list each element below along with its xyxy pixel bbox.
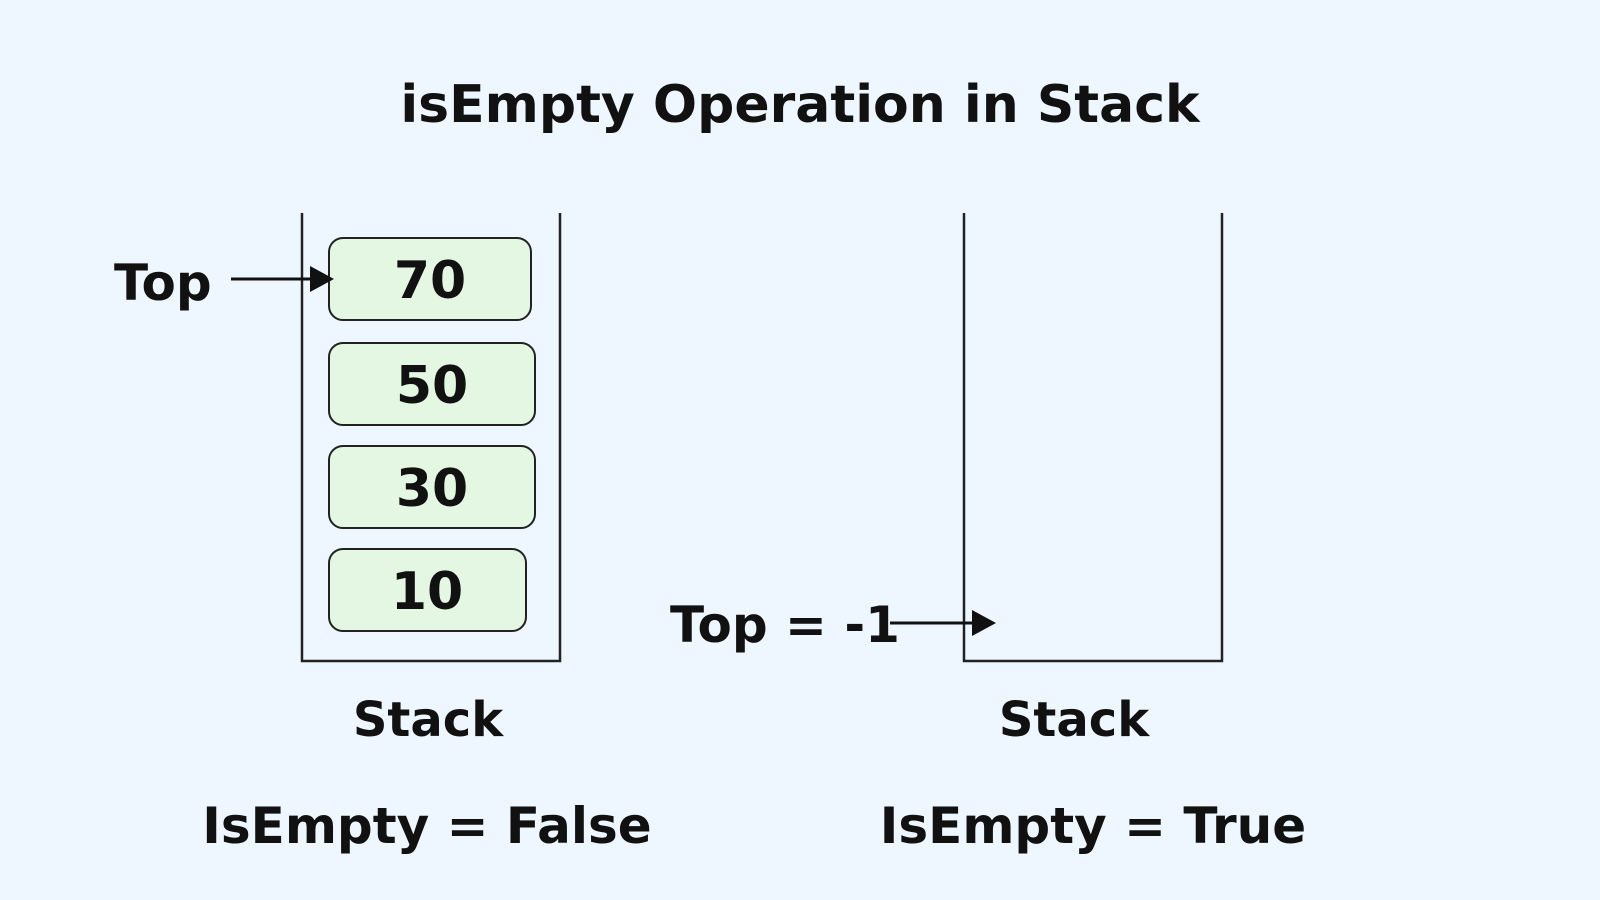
stack-item: 30	[328, 445, 536, 529]
right-stack-result: IsEmpty = True	[880, 797, 1306, 855]
stack-item-top: 70	[328, 237, 532, 321]
left-stack-container	[300, 213, 562, 663]
left-stack: 70 50 30 10 Top Stack IsEmpty = False	[114, 213, 652, 855]
top-pointer-label: Top	[114, 254, 212, 312]
stack-item-box	[328, 445, 536, 529]
stack-item: 50	[328, 342, 536, 426]
right-stack-caption: Stack	[999, 692, 1150, 748]
stack-item-bottom: 10	[328, 548, 527, 632]
stack-item-value: 50	[396, 356, 468, 416]
stack-item-value: 10	[391, 562, 463, 622]
left-stack-result: IsEmpty = False	[202, 797, 651, 855]
stack-item-value: 70	[394, 251, 466, 311]
top-pointer-arrowhead	[310, 266, 334, 292]
stack-item-box	[328, 342, 536, 426]
stack-item-value: 30	[396, 459, 468, 519]
stack-item-box	[328, 548, 527, 632]
left-stack-caption: Stack	[353, 692, 504, 748]
empty-top-pointer-label: Top = -1	[670, 596, 900, 654]
right-stack-container	[962, 213, 1224, 663]
right-stack: Top = -1 Stack IsEmpty = True	[670, 213, 1306, 855]
diagram-title: isEmpty Operation in Stack	[400, 75, 1201, 135]
empty-top-pointer-arrowhead	[972, 610, 996, 636]
